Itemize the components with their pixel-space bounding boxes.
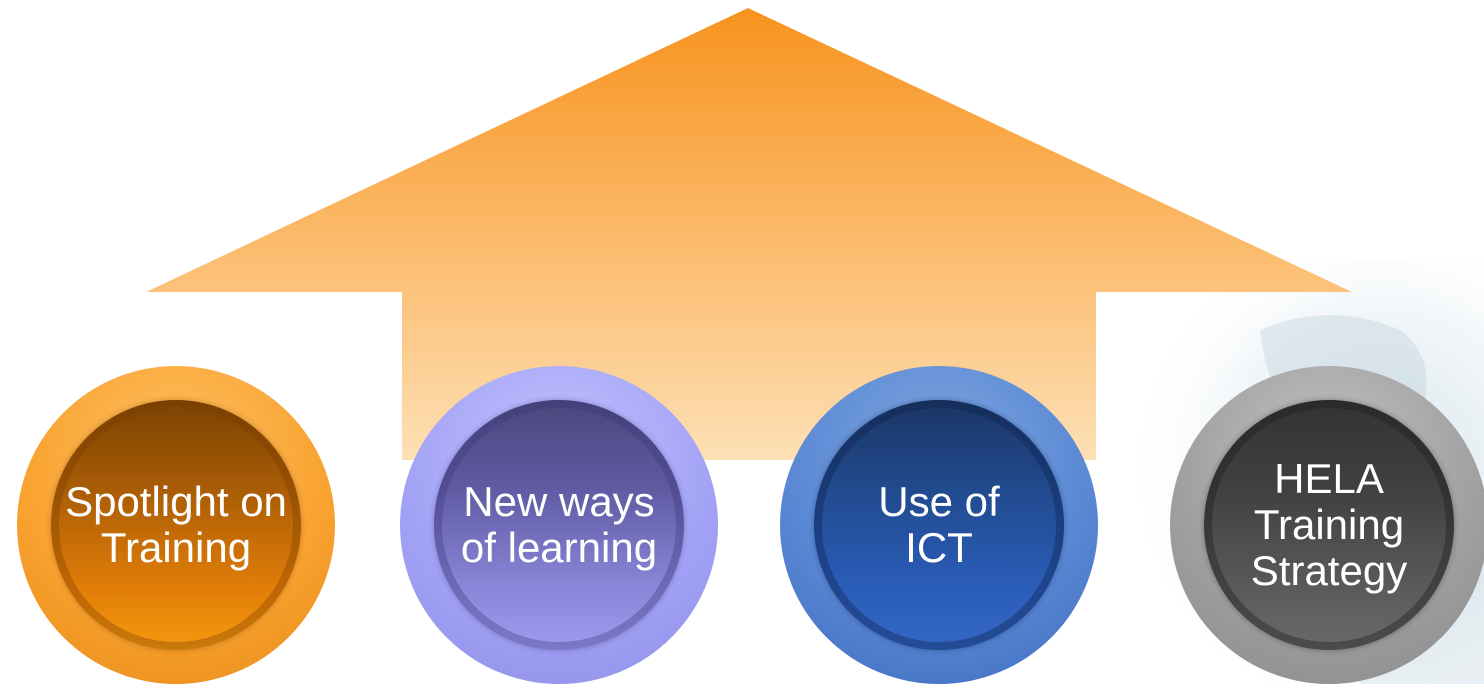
node-spotlight-on-training: Spotlight on Training xyxy=(17,366,335,684)
up-arrow-shape xyxy=(146,8,1352,460)
node-new-ways-of-learning: New ways of learning xyxy=(400,366,718,684)
node-inner-disc xyxy=(51,400,301,650)
node-label: HELA Training Strategy xyxy=(1250,455,1408,594)
node-inner-disc xyxy=(1204,400,1454,650)
node-label: New ways of learning xyxy=(460,478,658,571)
node-label: Use of ICT xyxy=(878,478,1000,571)
node-hela-training-strategy: HELA Training Strategy xyxy=(1170,366,1484,684)
node-inner-disc xyxy=(814,400,1064,650)
node-inner-disc xyxy=(434,400,684,650)
node-label: Spotlight on Training xyxy=(65,478,287,571)
node-use-of-ict: Use of ICT xyxy=(780,366,1098,684)
